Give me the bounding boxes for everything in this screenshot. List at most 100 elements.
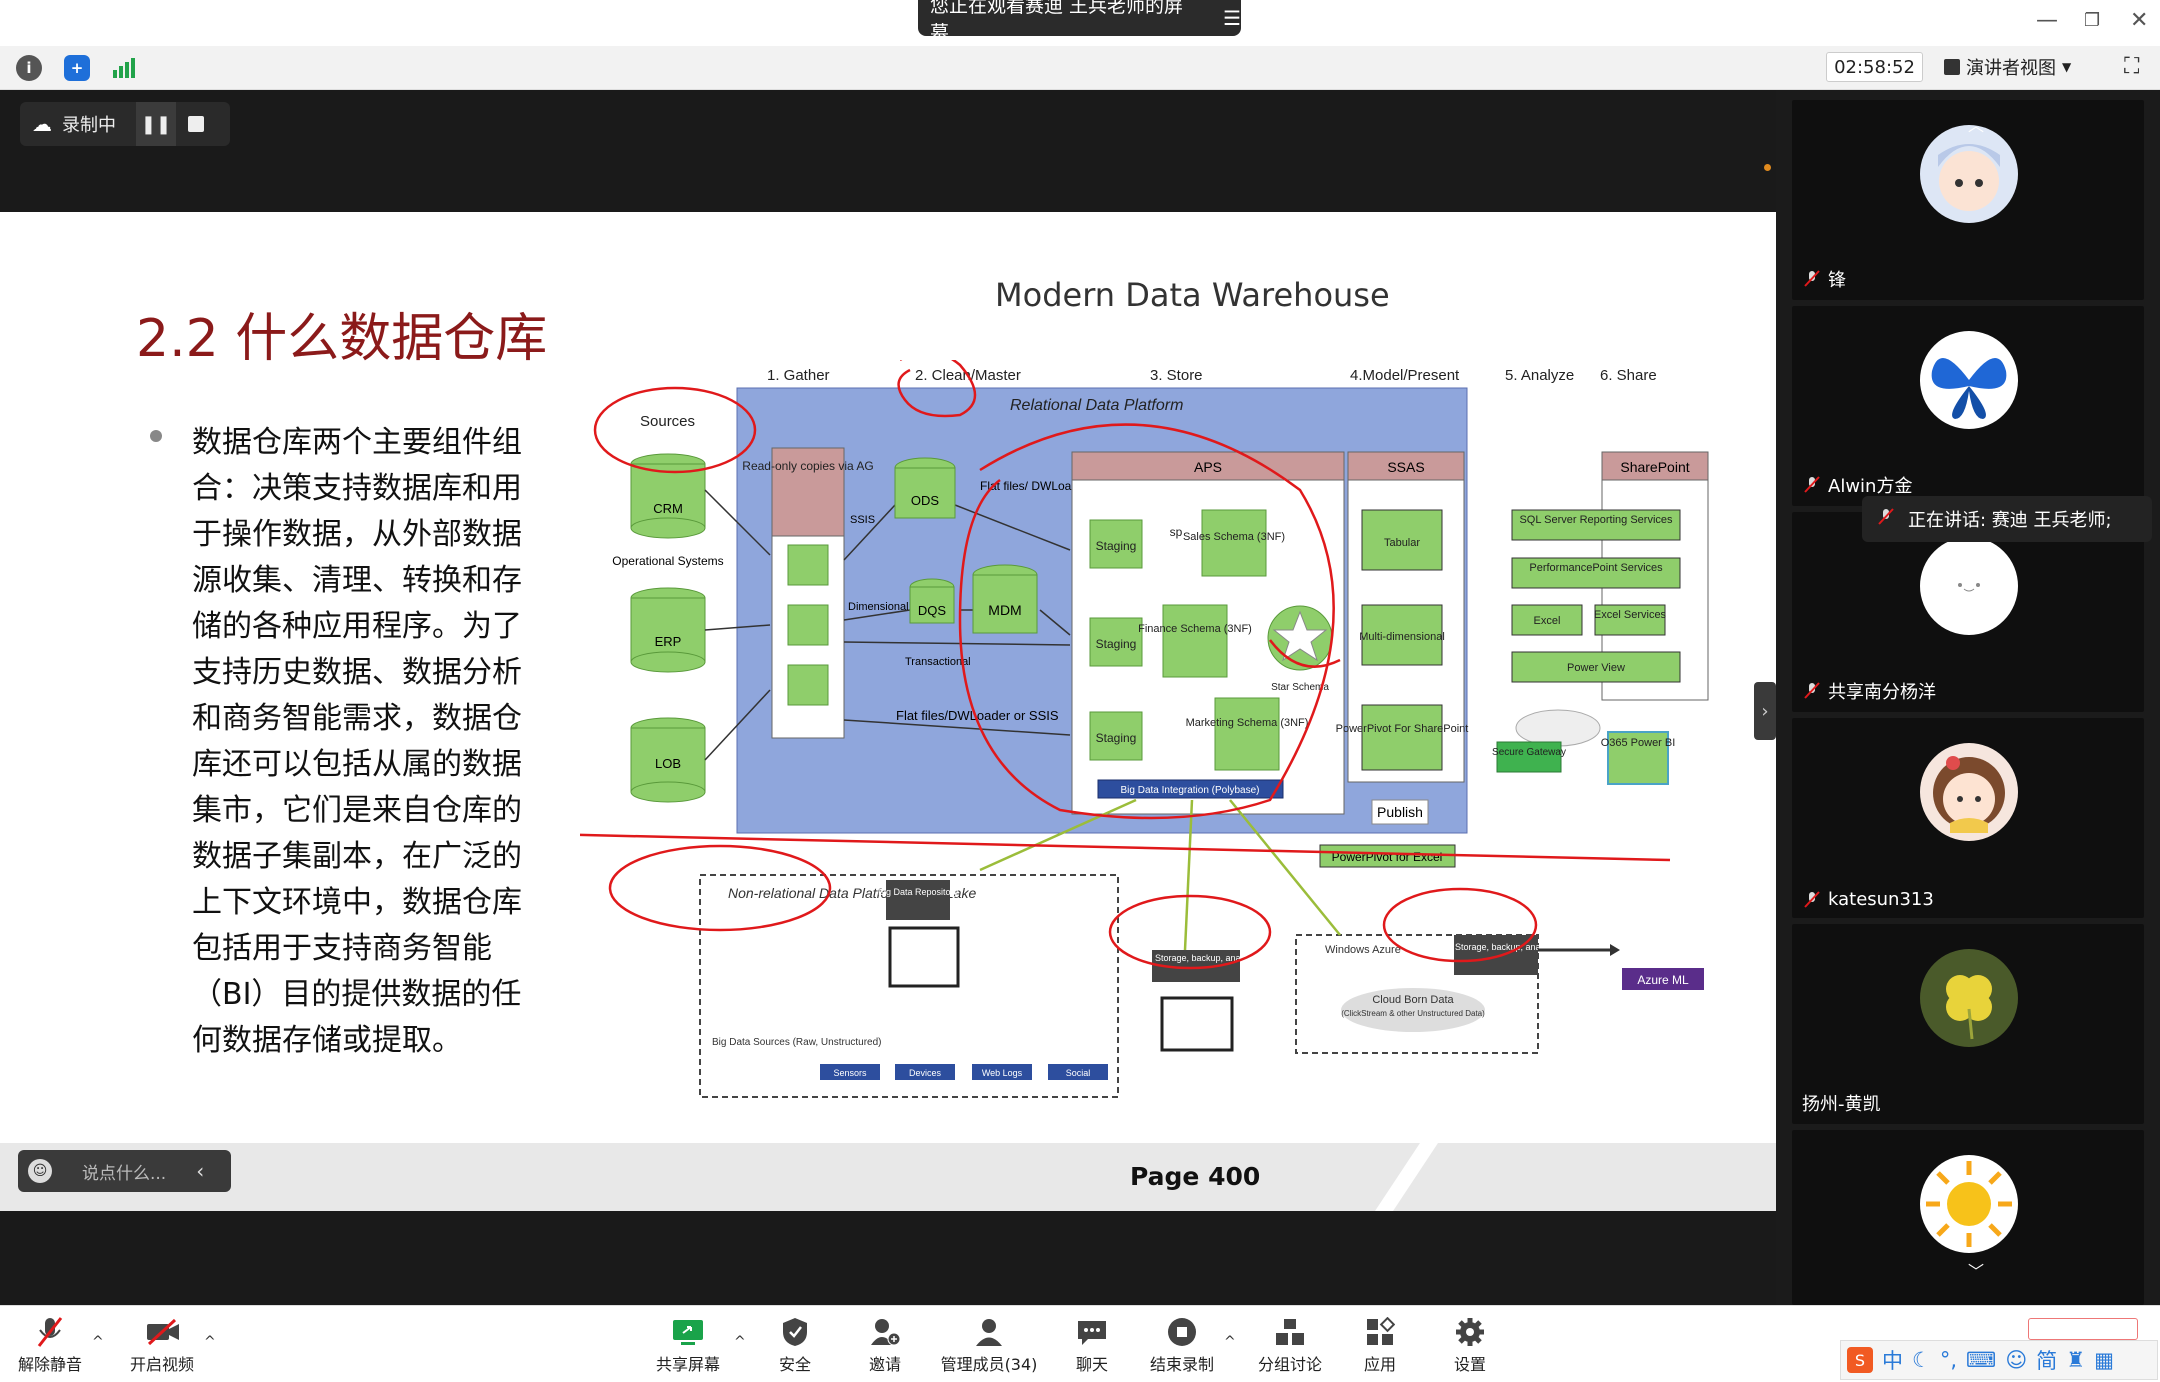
restore-icon[interactable]: ❐ <box>2084 10 2101 31</box>
sp-label: sp <box>1170 525 1183 539</box>
participant-tile[interactable]: 共享南分杨洋 <box>1792 512 2144 712</box>
red-outline-button[interactable] <box>2028 1318 2138 1340</box>
participant-tile[interactable]: 扬州-黄凯 <box>1792 924 2144 1124</box>
emoji-icon[interactable]: ☺ <box>28 1159 52 1183</box>
slide-footer <box>0 1143 1776 1211</box>
shield-icon <box>778 1315 812 1349</box>
mic-muted-icon <box>1802 890 1822 910</box>
settings-button[interactable]: 设置 <box>1446 1306 1494 1382</box>
status-dot <box>1764 164 1771 171</box>
participant-name: katesun313 <box>1802 889 1934 910</box>
share-banner: 您正在观看赛迪 王兵老师的屏幕 ☰ <box>918 0 1241 44</box>
aps-label: APS <box>1194 459 1222 475</box>
ssas-label: SSAS <box>1387 459 1424 475</box>
ime-lang-button[interactable]: 中 <box>1882 1349 1903 1373</box>
cloud-born-label: Cloud Born Data <box>1372 994 1454 1006</box>
sogou-icon[interactable]: S <box>1847 1347 1873 1373</box>
pps-label: PerformancePoint Services <box>1529 562 1663 574</box>
fullscreen-icon[interactable]: ⛶ <box>2124 54 2140 79</box>
chat-input-pill[interactable]: ☺ 说点什么... ‹ <box>18 1150 231 1192</box>
breakout-button[interactable]: 分组讨论 <box>1254 1306 1326 1382</box>
minimize-icon[interactable]: — <box>2036 8 2058 33</box>
close-icon[interactable]: ✕ <box>2130 8 2149 33</box>
devices-label: Devices <box>909 1068 942 1078</box>
social-label: Social <box>1066 1068 1091 1078</box>
multidim-label: Multi-dimensional <box>1359 631 1445 643</box>
chevron-down-icon[interactable]: ﹀ <box>1968 1262 1985 1281</box>
bullet-dot <box>150 430 162 442</box>
chat-icon <box>1075 1315 1109 1349</box>
cloud-born-sub-label: (ClickStream & other Unstructured Data) <box>1341 1009 1485 1018</box>
sources-label: Sources <box>640 413 695 430</box>
stop-icon[interactable] <box>176 102 216 146</box>
cloud-shape <box>1341 988 1485 1032</box>
mic-muted-icon <box>1876 507 1896 532</box>
lob-label: LOB <box>655 756 681 771</box>
stage-label: 6. Share <box>1600 367 1657 384</box>
view-mode-dropdown[interactable]: 演讲者视图 ▼ <box>1944 52 2104 82</box>
azure-ml-box <box>1622 968 1704 990</box>
windows-azure-label: Windows Azure <box>1325 944 1401 956</box>
unmute-button[interactable]: 解除静音 <box>14 1306 86 1382</box>
devices-box <box>895 1064 955 1080</box>
moon-icon[interactable]: ☾ <box>1912 1348 1931 1372</box>
sun-avatar <box>1920 1155 2018 1253</box>
chevron-up-icon[interactable]: ^ <box>734 1334 746 1350</box>
chat-placeholder[interactable]: 说点什么... <box>82 1163 167 1184</box>
grid-icon[interactable]: ▦ <box>2094 1348 2114 1372</box>
secure-gateway-label: Secure Gateway <box>1492 747 1566 758</box>
participant-tile[interactable]: katesun313 <box>1792 718 2144 918</box>
start-video-button[interactable]: 开启视频 <box>122 1306 202 1382</box>
participant-tile[interactable]: 锋 <box>1792 100 2144 300</box>
ime-simplified-button[interactable]: 简 <box>2036 1349 2058 1373</box>
dqs-label: DQS <box>918 603 947 618</box>
ime-toolbar: S 中 ☾ °, ⌨ ☺ 简 ♜ ▦ <box>1840 1340 2158 1380</box>
meeting-timer: 02:58:52 <box>1826 52 1923 82</box>
shield-icon[interactable]: + <box>64 55 90 81</box>
server-icon <box>1160 996 1234 1052</box>
speaking-text: 正在讲话: 赛迪 王兵老师; <box>1908 510 2112 531</box>
op-systems-label: Operational Systems <box>612 554 723 568</box>
invite-button[interactable]: 邀请 <box>860 1306 910 1382</box>
gear-icon <box>1453 1315 1487 1349</box>
recording-label: 录制中 <box>62 115 116 136</box>
chat-button[interactable]: 聊天 <box>1068 1306 1116 1382</box>
participant-name: 扬州-黄凯 <box>1802 1094 1881 1115</box>
chevron-left-icon[interactable]: ‹ <box>196 1159 205 1183</box>
end-recording-button[interactable]: 结束录制 <box>1146 1306 1218 1382</box>
ssis-label: SSIS <box>850 514 875 526</box>
chevron-up-icon[interactable]: ^ <box>204 1334 216 1350</box>
signal-icon[interactable] <box>112 58 136 78</box>
security-button[interactable]: 安全 <box>770 1306 820 1382</box>
chevron-up-icon[interactable]: ︿ <box>1968 116 1985 135</box>
slide-title: 2.2 什么数据仓库 <box>136 309 548 369</box>
emoji-icon[interactable]: ☺ <box>2005 1348 2028 1372</box>
shirt-icon[interactable]: ♜ <box>2066 1348 2086 1372</box>
o365-box <box>1607 731 1669 785</box>
bdi-label: Big Data Integration (Polybase) <box>1121 785 1260 796</box>
apps-button[interactable]: 应用 <box>1356 1306 1404 1382</box>
collapse-sidebar-icon[interactable]: › <box>1754 682 1776 740</box>
participants-sidebar: 锋 ︿ Alwin方金 共享南分杨洋 katesun313 扬州-黄凯 ﹀ <box>1776 90 2160 1305</box>
tabular-label: Tabular <box>1384 537 1420 549</box>
chevron-up-icon[interactable]: ^ <box>1224 1334 1236 1350</box>
grid-icon <box>1944 59 1960 75</box>
share-banner-text: 您正在观看赛迪 王兵老师的屏幕 <box>930 0 1184 44</box>
mic-muted-icon <box>1802 475 1822 495</box>
punctuation-icon[interactable]: °, <box>1939 1348 1958 1372</box>
participant-tile[interactable] <box>1792 1130 2144 1305</box>
participant-tile[interactable]: Alwin方金 <box>1792 306 2144 506</box>
chevron-up-icon[interactable]: ^ <box>92 1334 104 1350</box>
cartoon-girl-avatar <box>1920 743 2018 841</box>
stop-record-icon <box>1165 1315 1199 1349</box>
participant-name: Alwin方金 <box>1802 472 1912 498</box>
manage-participants-button[interactable]: 管理成员(34) <box>938 1306 1040 1382</box>
info-icon[interactable]: i <box>16 55 42 81</box>
menu-icon[interactable]: ☰ <box>1223 6 1241 30</box>
share-screen-button[interactable]: 共享屏幕 <box>650 1306 726 1382</box>
ssrs-label: SQL Server Reporting Services <box>1519 514 1673 526</box>
chevron-down-icon: ▼ <box>2062 60 2072 74</box>
keyboard-icon[interactable]: ⌨ <box>1966 1348 1997 1372</box>
pause-icon[interactable]: ❚❚ <box>136 102 176 146</box>
server-icon <box>888 926 960 988</box>
